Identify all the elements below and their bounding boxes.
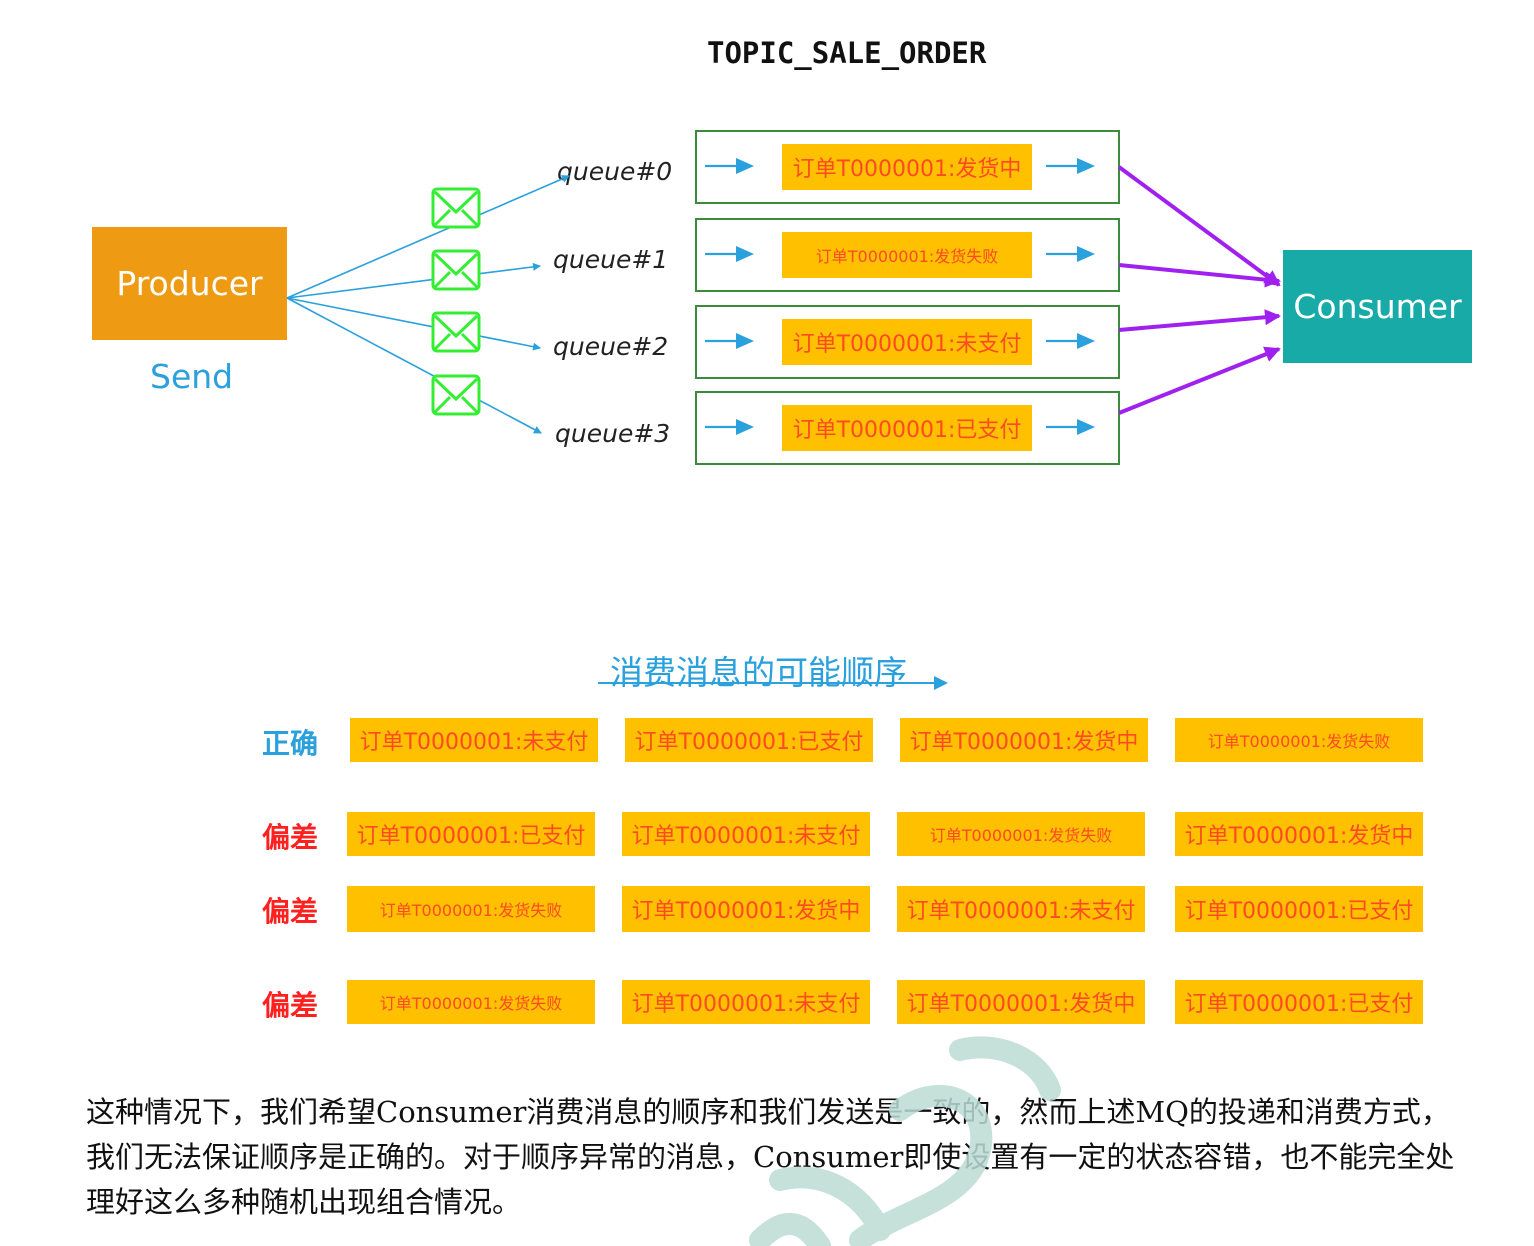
sequence-message-chip: 订单T0000001:发货失败 <box>347 886 595 932</box>
queue-box-2: 订单T0000001:未支付 <box>695 305 1120 379</box>
arrow-right-icon <box>705 158 1095 174</box>
sequence-message-chip: 订单T0000001:未支付 <box>350 718 598 762</box>
sequence-message-chip: 订单T0000001:未支付 <box>897 886 1145 932</box>
queue-label-2: queue#2 <box>553 332 669 361</box>
queue-message-3: 订单T0000001:已支付 <box>782 405 1032 451</box>
sequence-message-chip: 订单T0000001:未支付 <box>622 812 870 856</box>
queue-box-3: 订单T0000001:已支付 <box>695 391 1120 465</box>
send-lines <box>286 175 570 434</box>
producer-box: Producer <box>92 227 287 340</box>
send-line-2 <box>286 297 541 351</box>
envelope-icon <box>431 311 481 353</box>
sequence-message-chip: 订单T0000001:已支付 <box>347 812 595 856</box>
sequence-row-label: 偏差 <box>262 989 319 1022</box>
consume-line-1 <box>1118 263 1281 288</box>
sequence-message-chip: 订单T0000001:发货中 <box>622 886 870 932</box>
sequence-message-chip: 订单T0000001:发货失败 <box>1175 718 1423 762</box>
consume-lines <box>1117 165 1281 415</box>
connector-overlay <box>286 158 1281 435</box>
sequence-message-chip: 订单T0000001:发货失败 <box>347 980 595 1024</box>
consume-line-0 <box>1117 165 1281 287</box>
queue-message-1: 订单T0000001:发货失败 <box>782 232 1032 278</box>
body-paragraph: 这种情况下，我们希望Consumer消费消息的顺序和我们发送是一致的，然而上述M… <box>86 1095 1455 1219</box>
queue-label-1: queue#1 <box>553 245 669 274</box>
sequence-message-chip: 订单T0000001:已支付 <box>1175 980 1423 1024</box>
envelope-icon <box>431 249 481 291</box>
arrow-right-icon <box>705 246 1095 262</box>
sequence-row-label: 正确 <box>262 727 319 760</box>
arrow-right-icon <box>705 419 1095 435</box>
queue-box-1: 订单T0000001:发货失败 <box>695 218 1120 292</box>
send-line-3 <box>286 297 542 434</box>
sequence-message-chip: 订单T0000001:已支付 <box>625 718 873 762</box>
queue-label-0: queue#0 <box>557 157 673 186</box>
envelope-icon <box>431 187 481 229</box>
send-line-1 <box>286 262 541 299</box>
sequence-message-chip: 订单T0000001:发货中 <box>1175 812 1423 856</box>
arrow-right-icon <box>705 333 1095 349</box>
producer-label: Producer <box>116 264 263 303</box>
sequence-row-label: 偏差 <box>262 821 319 854</box>
consume-line-3 <box>1118 346 1281 415</box>
topic-title: TOPIC_SALE_ORDER <box>707 36 987 70</box>
envelope-icon <box>431 374 481 416</box>
queue-label-3: queue#3 <box>555 419 671 448</box>
arrow-right-icon <box>934 676 948 690</box>
producer-caption: Send <box>150 357 234 396</box>
sequence-title: 消费消息的可能顺序 <box>610 653 907 692</box>
queue-message-2: 订单T0000001:未支付 <box>782 319 1032 365</box>
sequence-message-chip: 订单T0000001:发货失败 <box>897 812 1145 856</box>
sequence-message-chip: 订单T0000001:发货中 <box>897 980 1145 1024</box>
sequence-message-chip: 订单T0000001:已支付 <box>1175 886 1423 932</box>
queue-message-0: 订单T0000001:发货中 <box>782 144 1032 190</box>
sequence-row-label: 偏差 <box>262 895 319 928</box>
send-line-0 <box>286 175 570 299</box>
consume-line-2 <box>1118 309 1281 332</box>
consumer-label: Consumer <box>1293 287 1462 326</box>
sequence-message-chip: 订单T0000001:发货中 <box>900 718 1148 762</box>
consumer-box: Consumer <box>1283 250 1472 363</box>
sequence-message-chip: 订单T0000001:未支付 <box>622 980 870 1024</box>
